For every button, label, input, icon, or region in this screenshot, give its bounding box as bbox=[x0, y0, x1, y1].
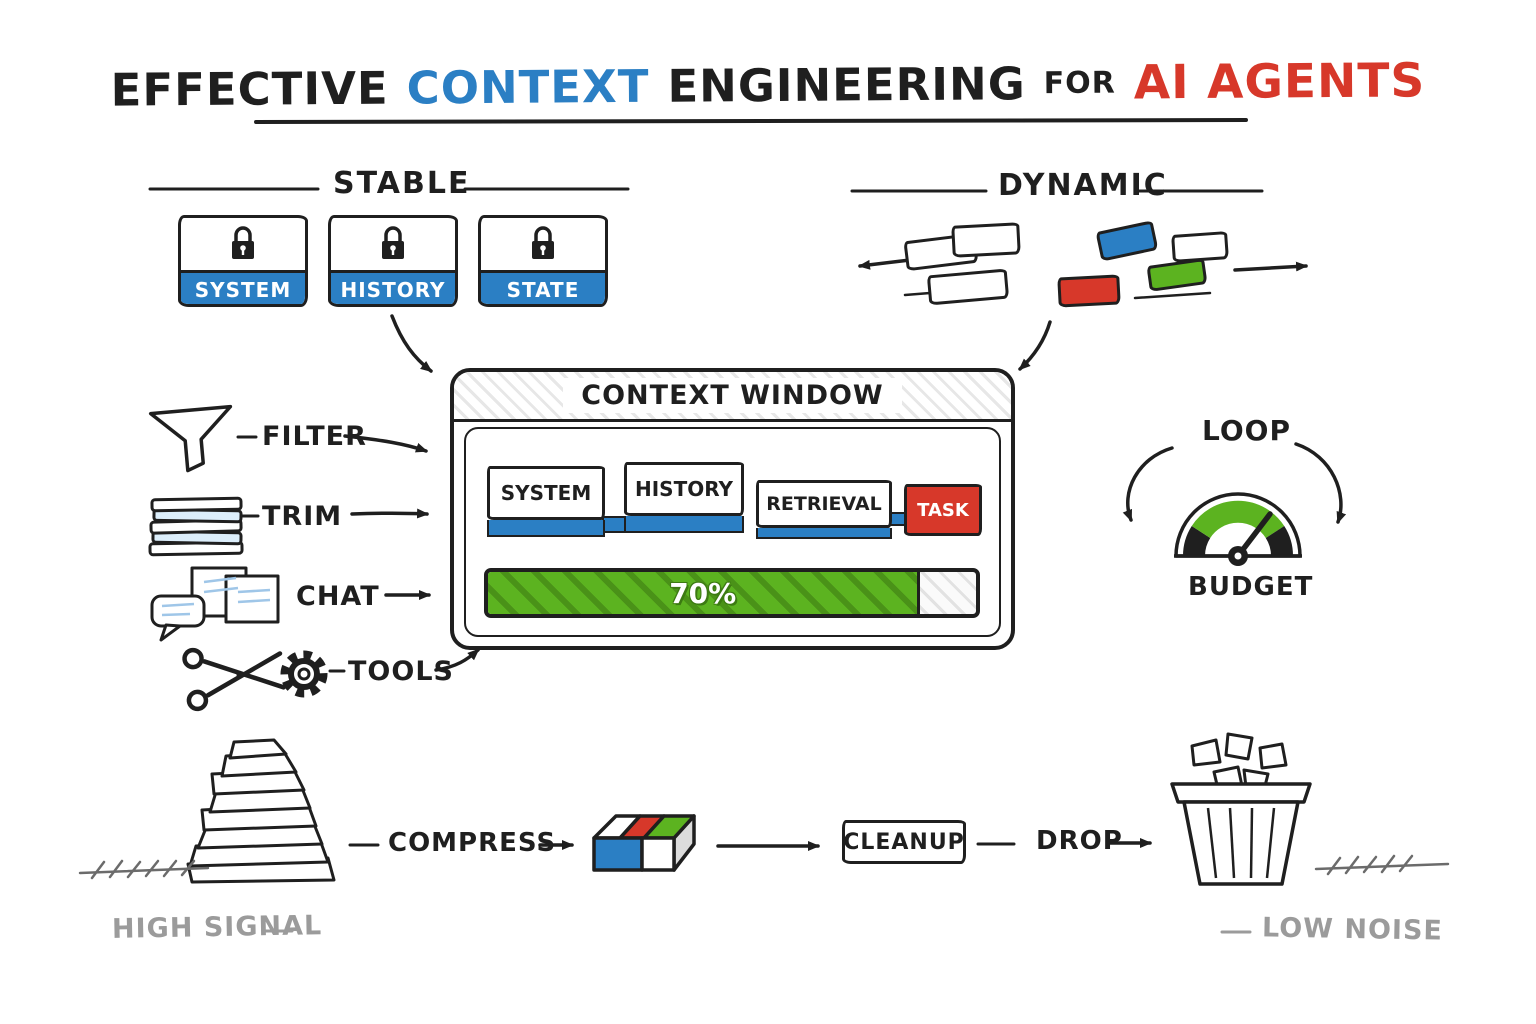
trim-label: TRIM bbox=[262, 501, 343, 532]
segment-label: SYSTEM bbox=[487, 466, 605, 520]
arrow-stable-to-window bbox=[390, 314, 433, 373]
tools-label: TOOLS bbox=[348, 656, 454, 687]
page-title: EFFECTIVE CONTEXT ENGINEERING FOR AI AGENTS bbox=[0, 53, 1536, 119]
dynamic-block-blue bbox=[1095, 220, 1159, 262]
title-underline bbox=[254, 118, 1248, 124]
stable-card-history: HISTORY bbox=[328, 215, 458, 307]
context-usage-bar: 70% bbox=[484, 568, 980, 618]
dynamic-block-white bbox=[951, 222, 1021, 258]
card-label: STATE bbox=[481, 270, 605, 304]
motion-line-2 bbox=[1133, 291, 1212, 300]
segment-bar bbox=[624, 516, 744, 533]
stable-section-label: STABLE bbox=[333, 166, 471, 201]
title-word-context: CONTEXT bbox=[406, 59, 650, 115]
arrow-dynamic-left bbox=[858, 258, 912, 270]
chat-label: CHAT bbox=[296, 581, 380, 612]
budget-label: BUDGET bbox=[1188, 572, 1314, 602]
lock-icon bbox=[532, 226, 554, 259]
window-segment-system: SYSTEM bbox=[487, 466, 605, 537]
dynamic-block-white bbox=[926, 268, 1010, 306]
paper-pile-icon bbox=[186, 738, 336, 884]
lock-icon bbox=[382, 226, 404, 259]
card-top bbox=[481, 218, 605, 270]
segment-bar bbox=[487, 520, 605, 537]
cleanup-box: CLEANUP bbox=[842, 820, 966, 864]
title-word-effective: EFFECTIVE bbox=[110, 61, 389, 117]
high-signal-label: HIGH SIGNAL bbox=[111, 910, 323, 945]
context-usage-fill: 70% bbox=[488, 572, 921, 614]
context-usage-percent: 70% bbox=[669, 576, 737, 610]
dynamic-block-red bbox=[1057, 274, 1121, 308]
compressed-box-icon bbox=[592, 814, 696, 872]
funnel-icon bbox=[148, 404, 233, 473]
cleanup-label: CLEANUP bbox=[843, 829, 965, 855]
window-segment-history: HISTORY bbox=[624, 462, 744, 533]
window-segment-retrieval: RETRIEVAL bbox=[756, 480, 892, 539]
trash-can-icon bbox=[1170, 732, 1312, 886]
arrow-dynamic-right bbox=[1233, 261, 1308, 272]
segment-label: TASK bbox=[904, 484, 982, 536]
compress-label: COMPRESS bbox=[388, 828, 557, 858]
segment-label: RETRIEVAL bbox=[756, 480, 892, 528]
lock-icon bbox=[232, 226, 254, 259]
dynamic-block-green bbox=[1146, 258, 1208, 292]
filter-label: FILTER bbox=[262, 421, 367, 452]
paper-stack-icon bbox=[148, 496, 244, 557]
gauge-icon bbox=[1174, 492, 1302, 566]
title-word-ai-agents: AI AGENTS bbox=[1133, 53, 1426, 111]
card-label: HISTORY bbox=[331, 270, 455, 304]
chat-bubbles-icon bbox=[150, 566, 280, 642]
context-window-title: CONTEXT WINDOW bbox=[563, 378, 902, 413]
loop-label: LOOP bbox=[1202, 414, 1291, 447]
segment-label: HISTORY bbox=[624, 462, 744, 516]
low-noise-label: LOW NOISE bbox=[1261, 912, 1444, 947]
title-word-for: FOR bbox=[1043, 65, 1116, 102]
card-top bbox=[331, 218, 455, 270]
context-window-header: CONTEXT WINDOW bbox=[454, 372, 1011, 422]
dynamic-section-label: DYNAMIC bbox=[998, 168, 1168, 203]
gear-icon bbox=[280, 650, 328, 698]
scissors-icon bbox=[182, 647, 286, 712]
arrow-dynamic-to-window bbox=[1018, 320, 1052, 371]
title-word-engineering: ENGINEERING bbox=[667, 57, 1026, 113]
card-top bbox=[181, 218, 305, 270]
stable-card-state: STATE bbox=[478, 215, 608, 307]
window-segment-task: TASK bbox=[904, 484, 982, 536]
context-window: CONTEXT WINDOW SYSTEM HISTORY RETRIEVAL … bbox=[450, 368, 1015, 650]
arrow-trim bbox=[350, 508, 429, 519]
card-label: SYSTEM bbox=[181, 270, 305, 304]
segment-bar bbox=[756, 528, 892, 539]
drop-label: DROP bbox=[1036, 826, 1123, 856]
stable-card-system: SYSTEM bbox=[178, 215, 308, 307]
